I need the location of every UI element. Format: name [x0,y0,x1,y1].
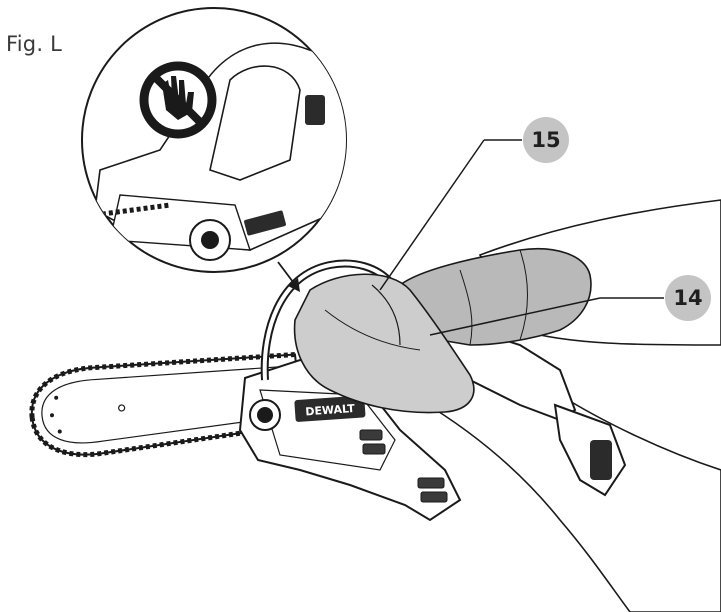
brand-label: DEWALT [305,402,356,418]
figure-label: Fig. L [6,32,62,56]
callout-15-badge [523,117,569,163]
detail-circle [81,7,347,273]
brand-plate: DEWALT [294,395,366,422]
left-glove [293,273,475,414]
callout-14-badge [665,275,711,321]
callout-14-number: 14 [673,286,702,310]
no-hand-icon [139,61,217,139]
callout-15-number: 15 [531,128,560,152]
